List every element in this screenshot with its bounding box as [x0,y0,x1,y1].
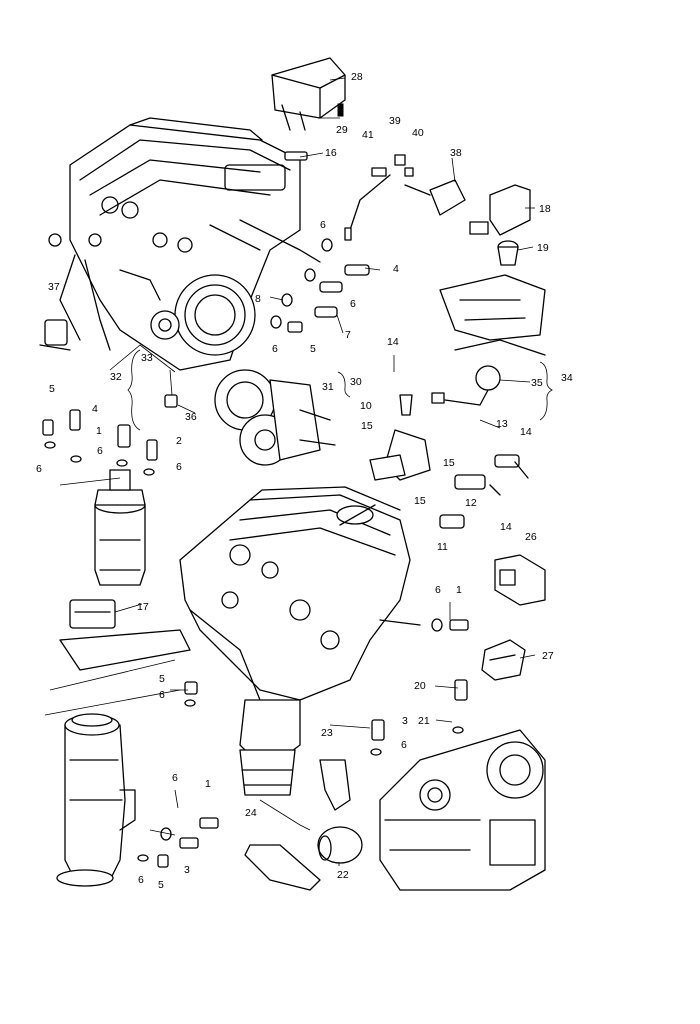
upper-engine-assembly [48,117,321,373]
callout-label: 13 [496,418,508,430]
callout-label: 39 [389,115,401,127]
callout-label: 35 [531,377,543,389]
callout-label: 1 [205,778,211,790]
callout-label: 34 [561,372,573,384]
callout-label: 6 [320,219,326,231]
callout-label: 6 [172,772,178,784]
callout-label: 11 [437,541,448,553]
callout-label: 6 [272,343,278,355]
part-23-bracket [244,759,351,891]
callout-label: 6 [401,739,407,751]
callout-label: 5 [310,343,316,355]
callout-label: 28 [351,71,363,83]
coolant-flange [369,394,431,481]
callout-label: 5 [159,673,165,685]
grouping-braces [127,349,553,431]
callout-label: 6 [36,463,42,475]
part-17-connector [69,599,116,629]
callout-label: 17 [137,601,149,613]
part-26-actuator [494,554,546,606]
callout-label: 24 [245,807,257,819]
callout-label: 1 [456,584,462,596]
callout-label: 6 [435,584,441,596]
callout-label: 23 [321,727,333,739]
callout-label: 21 [418,715,430,727]
callout-label: 6 [350,298,356,310]
callout-label: 38 [450,147,462,159]
callout-label: 1 [96,425,102,437]
callout-label: 3 [184,864,190,876]
callout-label: 3 [402,715,408,727]
callout-label: 31 [322,381,334,393]
callout-label: 29 [336,124,348,136]
lower-left-housing [56,713,136,887]
part-37-solenoid [39,319,71,351]
part-38-sensor-bracket [344,154,466,241]
callout-label: 8 [255,293,261,305]
callout-label: 6 [97,445,103,457]
callout-label: 2 [176,435,182,447]
callout-label: 6 [176,461,182,473]
callout-label: 26 [525,531,537,543]
alternator-assembly [214,369,336,466]
callout-label: 6 [138,874,144,886]
callout-label: 19 [537,242,549,254]
callout-label: 40 [412,127,424,139]
fuel-filter-assembly [94,469,146,586]
parts-18-19-valve [469,184,531,266]
leader-lines [59,77,536,866]
callout-label: 10 [360,400,372,412]
part-28-control-unit [271,57,346,131]
callout-label: 20 [414,680,426,692]
callout-label: 14 [500,521,512,533]
callout-label: 15 [361,420,373,432]
part-35-sensor [431,365,501,406]
callout-label: 4 [92,403,98,415]
callout-label: 41 [362,129,374,141]
callout-label: 7 [345,329,351,341]
callout-label: 33 [141,352,153,364]
lower-engine-assembly [44,486,421,796]
callout-label: 37 [48,281,60,293]
small-sensors [42,151,469,868]
gearbox-assembly [379,729,546,891]
callout-label: 32 [110,371,122,383]
part-27-switch [481,639,526,681]
sensors-11-12 [439,454,529,529]
callout-label: 30 [350,376,362,388]
callout-label: 12 [465,497,477,509]
part-22-sensor [317,826,363,864]
callout-label: 27 [542,650,554,662]
callout-labels: 28 29 39 40 41 38 16 18 19 6 4 6 8 7 6 5… [36,71,573,891]
callout-label: 22 [337,869,349,881]
callout-label: 6 [159,689,165,701]
callout-label: 15 [414,495,426,507]
callout-label: 16 [325,147,337,159]
callout-label: 5 [49,383,55,395]
part-34-bracket [439,274,546,356]
callout-label: 4 [393,263,399,275]
callout-label: 5 [158,879,164,891]
callout-label: 18 [539,203,551,215]
callout-label: 15 [443,457,455,469]
callout-label: 14 [387,336,399,348]
callout-label: 36 [185,411,197,423]
callout-label: 14 [520,426,532,438]
